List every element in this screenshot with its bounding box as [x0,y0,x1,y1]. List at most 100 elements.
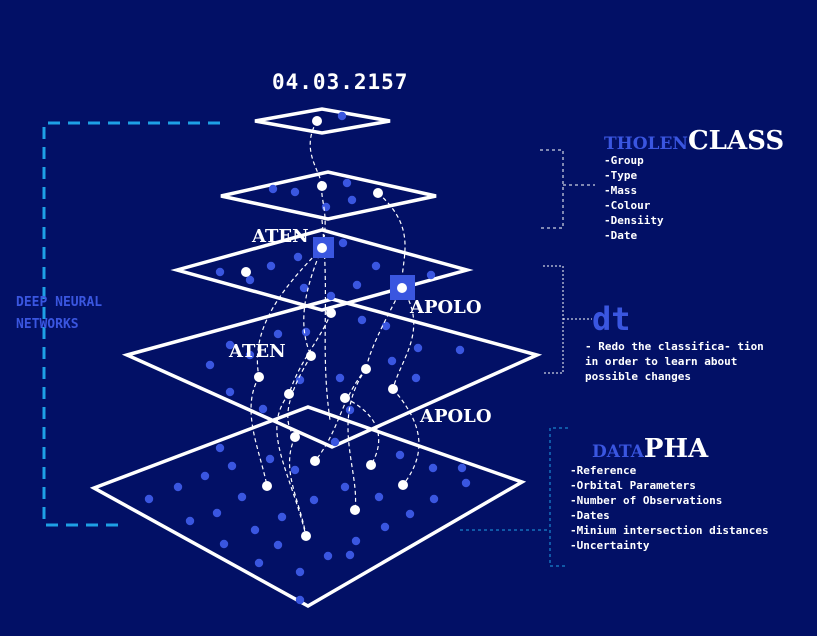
network-node [205,360,215,370]
dt-description: - Redo the classifica- tion in order to … [585,340,764,383]
network-node [309,495,319,505]
active-network-node [310,456,320,466]
network-node [173,482,183,492]
network-node [277,512,287,522]
left-bracket [42,121,220,527]
active-network-node [397,283,407,293]
network-node [426,270,436,280]
network-node [273,329,283,339]
network-node [345,550,355,560]
data-prefix: DATA [592,442,644,462]
network-node [245,275,255,285]
network-node [219,539,229,549]
network-node [301,327,311,337]
network-node [345,405,355,415]
list-item: -Minium intersection distances [570,524,769,537]
active-network-node [366,460,376,470]
network-node [337,111,347,121]
active-network-node [306,351,316,361]
class-title: CLASS [687,126,785,156]
aten-label-top: ATEN [252,226,309,247]
tholen-class-list: -Group -Type -Mass -Colour -Densiity -Da… [604,153,664,243]
network-node [200,471,210,481]
network-node [413,343,423,353]
network-node [405,509,415,519]
network-node [290,187,300,197]
list-item: -Group [604,154,644,167]
tholen-bracket [540,149,595,229]
active-network-node [312,116,322,126]
plane-1 [254,107,391,135]
list-item: -Dates [570,509,610,522]
active-network-node [398,480,408,490]
network-node [227,461,237,471]
plane-4 [121,297,543,449]
network-node [371,261,381,271]
dt-bracket [543,265,592,374]
active-network-node [361,364,371,374]
network-node [265,454,275,464]
aten-label-mid: ATEN [229,341,286,362]
blue-nodes [144,111,471,605]
active-nodes [241,116,408,541]
list-item: -Number of Observations [570,494,723,507]
network-node [395,450,405,460]
network-node [266,261,276,271]
network-node [295,595,305,605]
network-node [273,540,283,550]
network-node [293,252,303,262]
active-network-node [290,432,300,442]
network-node [461,478,471,488]
list-item: -Colour [604,199,651,212]
active-network-node [284,389,294,399]
data-pha-heading: DATAPHA [592,434,708,464]
list-item: -Type [604,169,638,182]
active-network-node [241,267,251,277]
tholen-class-heading: THOLENCLASS [604,126,784,156]
active-network-node [262,481,272,491]
layer-planes [89,107,543,609]
network-node [335,373,345,383]
network-node [352,280,362,290]
network-node [321,202,331,212]
network-node [212,508,222,518]
apolo-label-mid: APOLO [420,406,492,427]
network-node [374,492,384,502]
network-node [455,345,465,355]
network-node [268,184,278,194]
list-item: -Uncertainty [570,539,650,552]
active-network-node [301,531,311,541]
plane-3 [170,228,474,312]
list-item: -Reference [570,464,637,477]
network-node [323,551,333,561]
active-network-node [350,505,360,515]
network-node [330,437,340,447]
active-network-node [254,372,264,382]
list-item: -Densiity [604,214,664,227]
network-node [295,567,305,577]
network-node [299,283,309,293]
network-node [295,375,305,385]
network-node [326,291,336,301]
list-item: -Orbital Parameters [570,479,696,492]
network-node [457,463,467,473]
network-node [290,465,300,475]
network-node [250,525,260,535]
active-network-node [340,393,350,403]
date-label: 04.03.2157 [272,70,409,94]
network-node [380,522,390,532]
network-node [185,516,195,526]
network-node [340,482,350,492]
network-node [225,340,235,350]
network-node [347,195,357,205]
dt-title: dt [592,300,631,338]
active-network-node [317,243,327,253]
network-node [429,494,439,504]
apolo-label-top: APOLO [410,297,482,318]
network-node [428,463,438,473]
deep-neural-networks-label: DEEP NEURAL NETWORKS [16,295,103,332]
list-item: -Mass [604,184,638,197]
plane-5 [89,405,527,609]
network-node [411,373,421,383]
